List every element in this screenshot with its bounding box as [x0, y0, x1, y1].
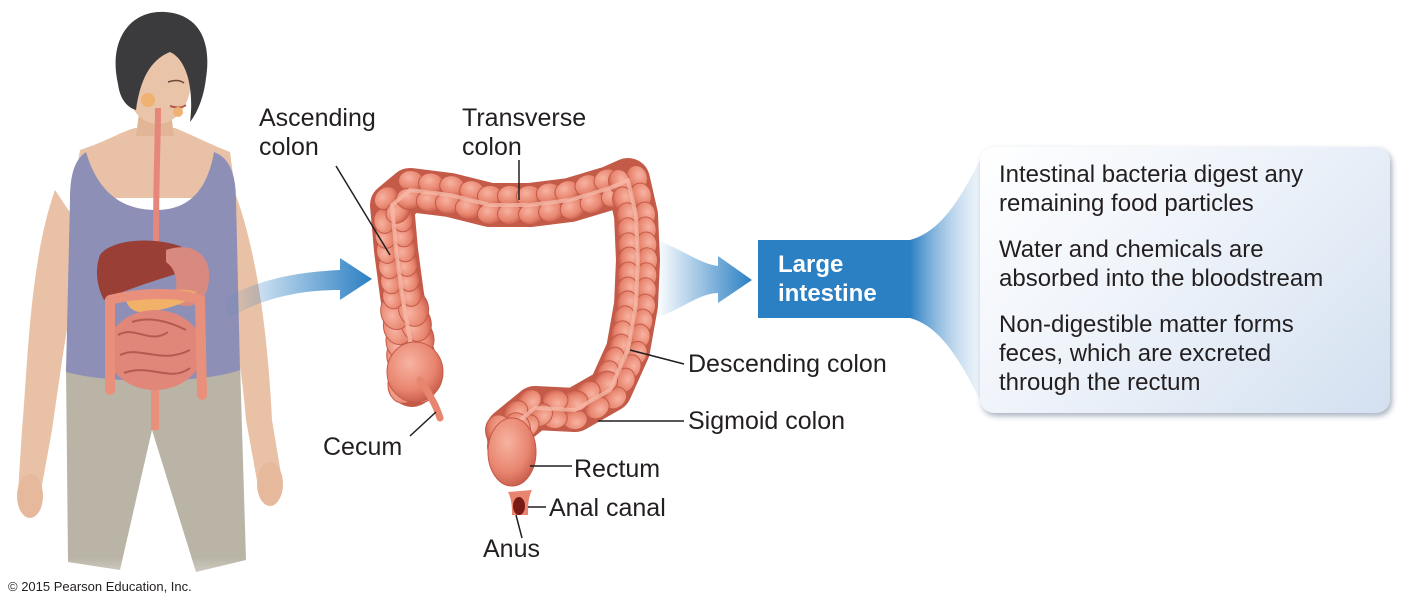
- callout-fan: [910, 160, 980, 400]
- cecum-bulb: [386, 341, 444, 403]
- anus-leader: [515, 514, 523, 539]
- function-item: Non-digestible matter forms feces, which…: [999, 311, 1294, 396]
- cecum-label: Cecum: [323, 433, 403, 461]
- large-intestine-title: Large intestine: [778, 251, 877, 307]
- rectum-bulb: [487, 417, 537, 487]
- human-figure: [0, 11, 300, 607]
- sigmoid-colon-label: Sigmoid colon: [688, 407, 846, 435]
- body-to-colon-arrow: [222, 258, 372, 318]
- colon-illustration: [370, 158, 660, 487]
- ascending-colon-leader: [335, 165, 391, 256]
- appendix: [416, 376, 444, 422]
- anus-label: Anus: [483, 535, 540, 563]
- cecum-leader: [409, 411, 437, 437]
- anus-opening: [513, 497, 525, 515]
- descending-colon-leader: [629, 349, 685, 365]
- anal-canal-label: Anal canal: [549, 494, 666, 522]
- leader-lines: [335, 160, 685, 539]
- ascending-colon-label: Ascending colon: [259, 104, 376, 161]
- copyright-notice: © 2015 Pearson Education, Inc.: [8, 579, 192, 594]
- function-item: Intestinal bacteria digest any remaining…: [999, 161, 1304, 217]
- descending-colon-label: Descending colon: [688, 350, 887, 378]
- large-intestine-box: Large intestine: [758, 240, 910, 318]
- function-item: Water and chemicals are absorbed into th…: [999, 236, 1324, 292]
- functions-panel: Intestinal bacteria digest any remaining…: [980, 147, 1390, 413]
- rectum-label: Rectum: [574, 455, 661, 483]
- transverse-colon-label: Transverse colon: [462, 104, 587, 161]
- colon-to-box-arrow: [656, 240, 752, 318]
- taenia-coli-band: [390, 178, 640, 463]
